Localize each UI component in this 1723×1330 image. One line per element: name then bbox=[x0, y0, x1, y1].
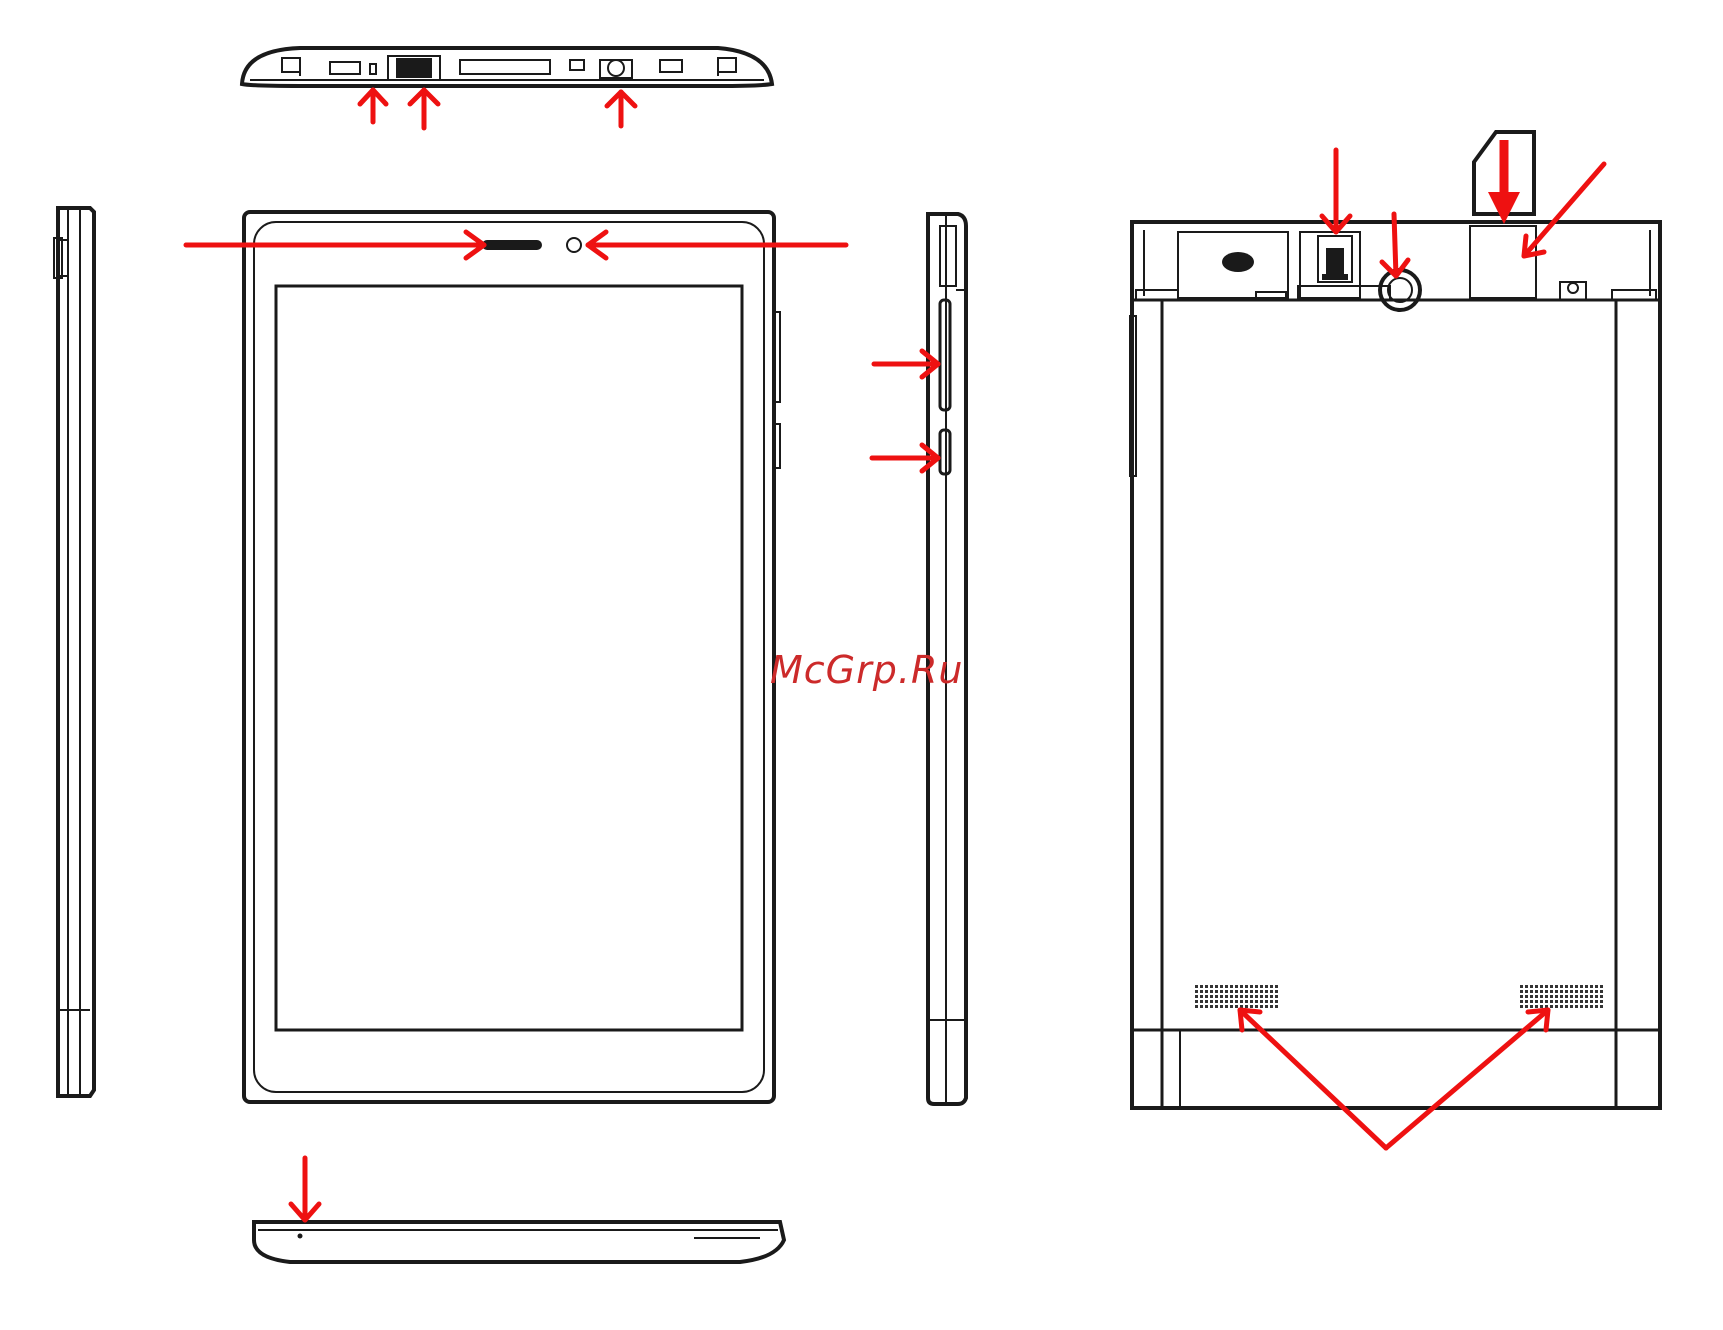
bottom-hole bbox=[298, 1234, 303, 1239]
arrow-volume-buttons bbox=[874, 351, 938, 377]
top-edge-view bbox=[242, 48, 772, 86]
front-camera bbox=[567, 238, 581, 252]
front-power-key bbox=[774, 424, 780, 468]
front-screen bbox=[276, 286, 742, 1030]
arrow-bottom-hole bbox=[291, 1158, 319, 1220]
watermark: McGrp.Ru bbox=[770, 648, 963, 692]
microphone-hole bbox=[370, 64, 376, 74]
arrow-microphone bbox=[360, 90, 386, 122]
back-view-cover-removed bbox=[1130, 222, 1660, 1108]
front-view bbox=[244, 212, 780, 1102]
speaker-grille-right bbox=[1520, 984, 1604, 1010]
arrow-microsd-slot bbox=[1322, 150, 1350, 232]
front-volume-rocker bbox=[774, 312, 780, 402]
arrow-power-button bbox=[872, 445, 938, 471]
left-side-view bbox=[54, 208, 94, 1096]
arrow-headphone-jack bbox=[607, 92, 635, 126]
speaker-grille-left bbox=[1194, 984, 1278, 1010]
earpiece-speaker bbox=[482, 240, 542, 250]
arrow-front-camera bbox=[588, 232, 846, 258]
rear-camera bbox=[1380, 270, 1420, 310]
headphone-jack bbox=[608, 60, 624, 76]
sim-card bbox=[1474, 132, 1534, 224]
usb-port bbox=[396, 58, 432, 78]
back-battery-connector bbox=[1222, 252, 1254, 272]
arrow-usb-port bbox=[410, 90, 438, 128]
bottom-edge-view bbox=[254, 1222, 784, 1262]
arrow-earpiece-speaker bbox=[186, 232, 484, 258]
